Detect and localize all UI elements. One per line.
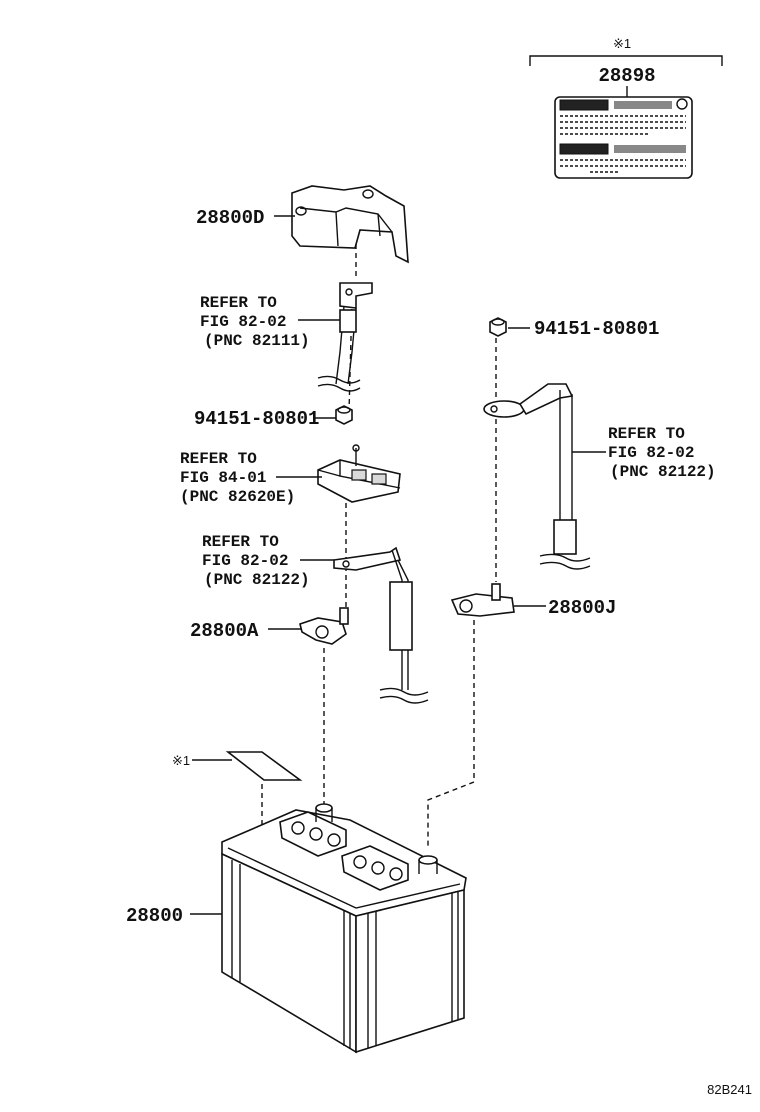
warning-label-icon bbox=[554, 96, 693, 179]
refer-label-1-line3: (PNC 82111) bbox=[204, 332, 310, 350]
terminal-clamp-28800A-icon bbox=[299, 607, 349, 645]
cable-82122-right-icon bbox=[483, 383, 591, 570]
terminal-clamp-28800J-icon bbox=[450, 583, 515, 617]
cable-82122-left-icon bbox=[333, 546, 429, 704]
fusible-link-block-icon bbox=[317, 444, 401, 503]
note-marker-top: ※1 bbox=[613, 36, 631, 51]
refer-label-3-line3: (PNC 82620E) bbox=[180, 488, 295, 506]
refer-label-1-line1: REFER TO bbox=[200, 294, 277, 312]
refer-label-4-line3: (PNC 82122) bbox=[610, 463, 716, 481]
refer-label-2-line3: (PNC 82122) bbox=[204, 571, 310, 589]
refer-label-2-line1: REFER TO bbox=[202, 533, 279, 551]
nut-right-icon bbox=[489, 317, 507, 337]
caution-sticker-icon bbox=[225, 751, 303, 781]
refer-label-3-line1: REFER TO bbox=[180, 450, 257, 468]
refer-label-2-line2[interactable]: FIG 82-02 bbox=[202, 552, 288, 570]
refer-label-4-line2[interactable]: FIG 82-02 bbox=[608, 444, 694, 462]
part-number-28800D[interactable]: 28800D bbox=[196, 207, 264, 229]
battery-28800-icon bbox=[221, 803, 467, 1054]
terminal-cover-28800D bbox=[291, 185, 409, 264]
refer-label-1-line2[interactable]: FIG 82-02 bbox=[200, 313, 286, 331]
diagram-id: 82B241 bbox=[707, 1082, 752, 1097]
cable-82111-icon bbox=[317, 282, 373, 392]
note-marker-left: ※1 bbox=[172, 753, 190, 768]
part-number-28800J[interactable]: 28800J bbox=[548, 597, 616, 619]
part-number-94151-left[interactable]: 94151-80801 bbox=[194, 408, 319, 430]
part-number-28898[interactable]: 28898 bbox=[598, 65, 655, 87]
label-group-28898: ※1 28898 bbox=[529, 36, 723, 179]
nut-left-icon bbox=[335, 405, 353, 425]
refer-label-3-line2[interactable]: FIG 84-01 bbox=[180, 469, 266, 487]
part-number-28800[interactable]: 28800 bbox=[126, 905, 183, 927]
part-number-94151-right[interactable]: 94151-80801 bbox=[534, 318, 659, 340]
refer-label-4-line1: REFER TO bbox=[608, 425, 685, 443]
part-number-28800A[interactable]: 28800A bbox=[190, 620, 259, 642]
